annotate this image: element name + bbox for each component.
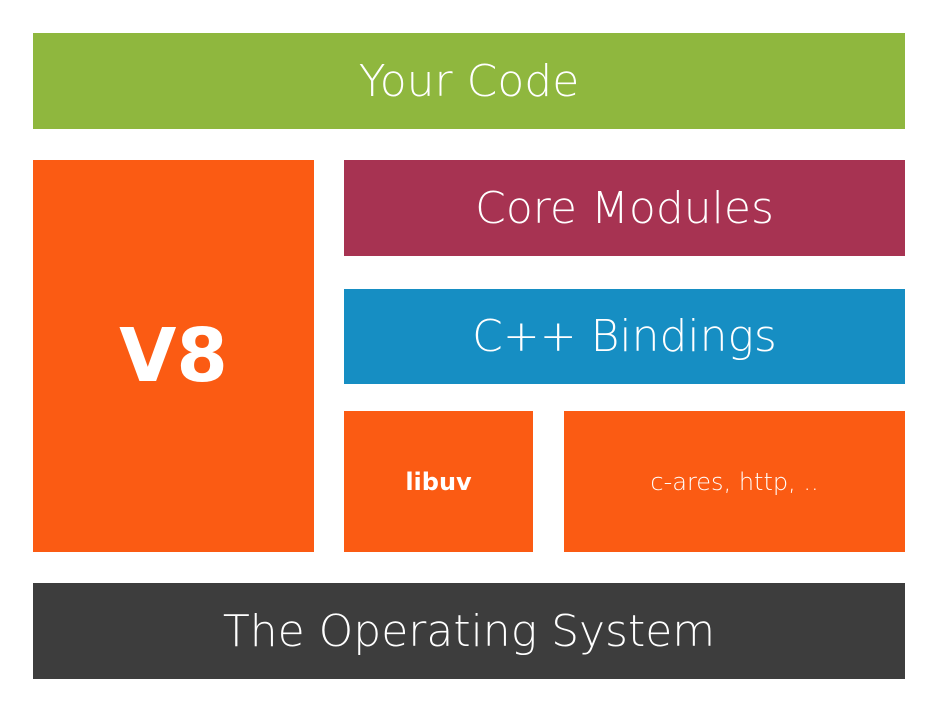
core-modules-block: Core Modules	[344, 160, 905, 256]
operating-system-block: The Operating System	[33, 583, 905, 679]
c-ares-block: c-ares, http, ..	[564, 411, 905, 552]
your-code-label: Your Code	[358, 55, 580, 107]
operating-system-label: The Operating System	[222, 605, 716, 657]
libuv-label: libuv	[405, 467, 472, 496]
v8-label: V8	[119, 313, 228, 399]
core-modules-label: Core Modules	[475, 182, 774, 234]
c-ares-label: c-ares, http, ..	[650, 467, 819, 496]
your-code-block: Your Code	[33, 33, 905, 129]
cpp-bindings-block: C++ Bindings	[344, 289, 905, 384]
cpp-bindings-label: C++ Bindings	[472, 311, 777, 362]
v8-block: V8	[33, 160, 314, 552]
libuv-block: libuv	[344, 411, 533, 552]
